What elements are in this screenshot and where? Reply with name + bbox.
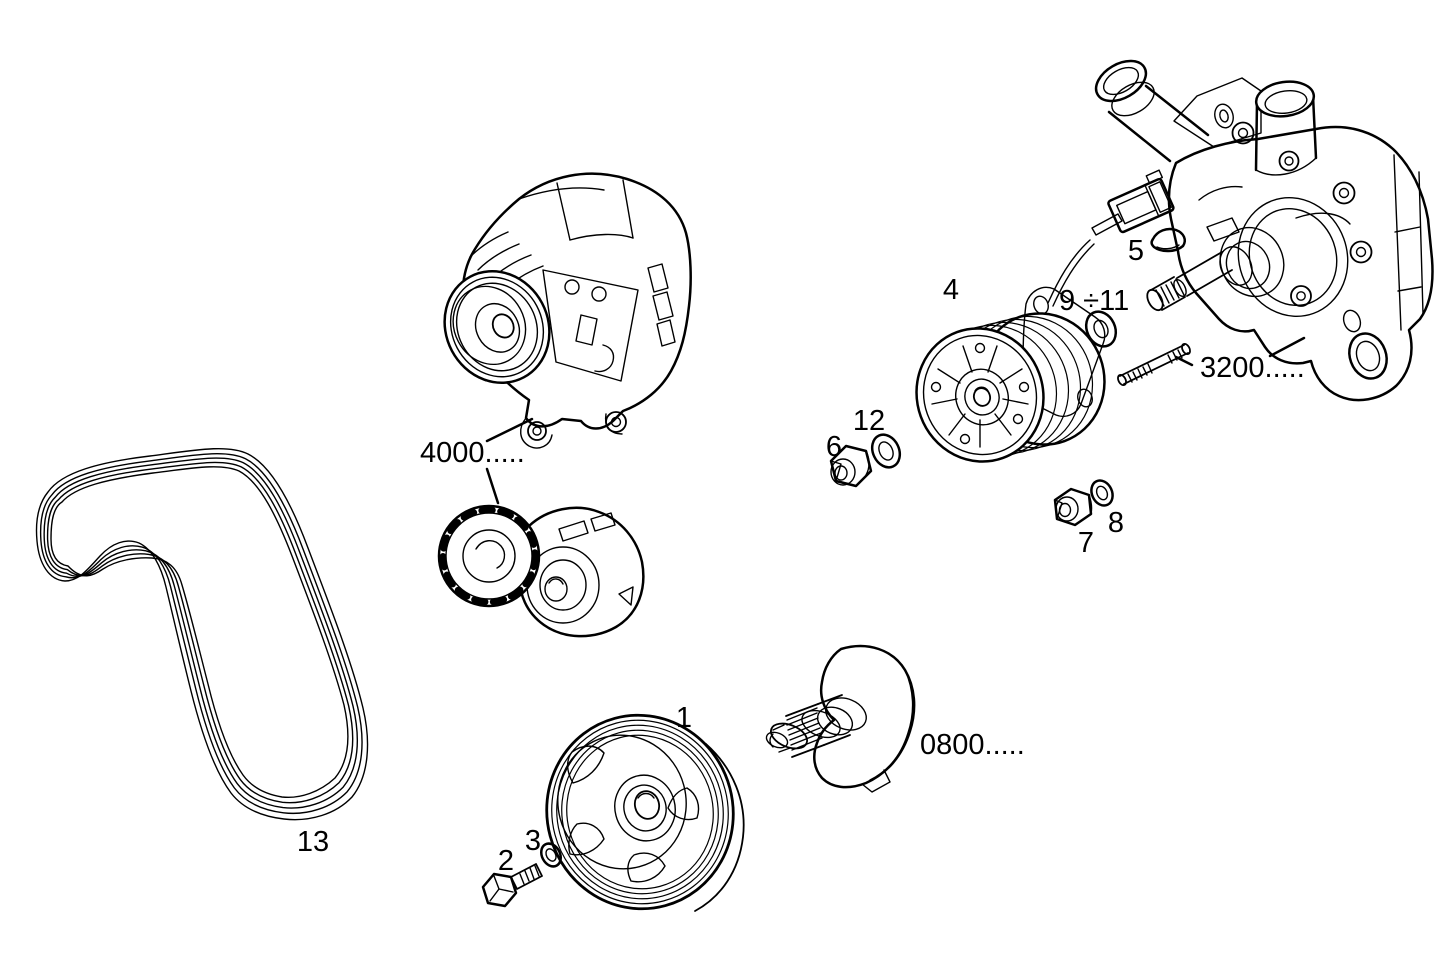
washer-12-drawing [870, 433, 902, 469]
nut-6-drawing [829, 444, 873, 488]
callout-1: 1 [676, 702, 692, 734]
belt-rib-line [50, 466, 349, 799]
callout-6: 6 [826, 431, 842, 463]
belt-rib-line [46, 461, 354, 804]
crankshaft-drawing [765, 644, 916, 793]
part-code-0800: 0800..... [920, 729, 1025, 761]
callout-labels: 1 2 3 4 5 6 7 8 9 ÷11 12 13 4000..... 32… [297, 235, 1305, 877]
callout-13: 13 [297, 826, 329, 858]
belt-rib-line [43, 457, 358, 809]
part-code-3200: 3200..... [1200, 352, 1305, 384]
key-drawing [1150, 227, 1186, 253]
callout-3: 3 [525, 825, 541, 857]
part-code-4000: 4000..... [420, 437, 525, 469]
nut-7-drawing [1053, 487, 1093, 527]
stud-drawing [1117, 342, 1191, 387]
crankshaft-pulley-drawing [545, 713, 745, 912]
callout-5: 5 [1128, 235, 1144, 267]
bolt-washer-drawing [540, 842, 562, 868]
drive-belt-drawing [35, 447, 369, 821]
callout-7: 7 [1078, 527, 1094, 559]
callout-4: 4 [943, 274, 959, 306]
callout-12: 12 [853, 405, 885, 437]
belt-rib-line [39, 453, 363, 815]
callout-9-11: 9 ÷11 [1059, 285, 1129, 317]
pulley-bolt-drawing [481, 863, 543, 908]
wire-connector-drawing [1047, 169, 1175, 307]
leader-lines [485, 336, 1306, 505]
water-pump-drawing [1094, 59, 1434, 402]
callout-8: 8 [1108, 507, 1124, 539]
washer-8-drawing [1090, 479, 1114, 507]
alternator-drawing [443, 172, 692, 449]
callout-2: 2 [498, 845, 514, 877]
belt-tensioner-drawing [437, 504, 645, 638]
belt-rib-line [35, 447, 369, 821]
water-pump-pulley-drawing [915, 286, 1106, 463]
